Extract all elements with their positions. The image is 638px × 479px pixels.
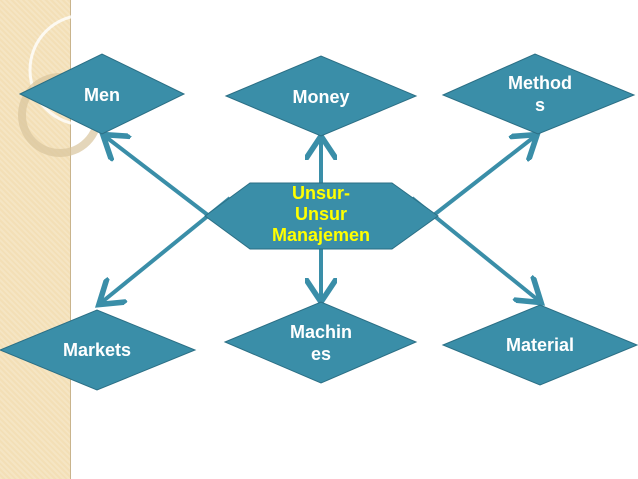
center-label: Unsur- Unsur Manajemen <box>271 183 371 245</box>
node-material-label: Material <box>505 335 575 355</box>
node-markets-label: Markets <box>62 340 132 360</box>
center-hexagon <box>204 182 439 250</box>
node-men-label: Men <box>84 85 120 105</box>
node-methods-label: Method s <box>508 73 572 115</box>
node-machines-shape <box>223 301 418 384</box>
node-money-label: Money <box>292 87 350 107</box>
node-money-shape <box>224 55 418 137</box>
node-markets-shape <box>0 309 197 391</box>
node-machines-label: Machin es <box>289 322 353 364</box>
node-material-shape <box>441 304 638 386</box>
node-methods-shape <box>441 53 636 135</box>
node-men-shape <box>18 53 186 135</box>
